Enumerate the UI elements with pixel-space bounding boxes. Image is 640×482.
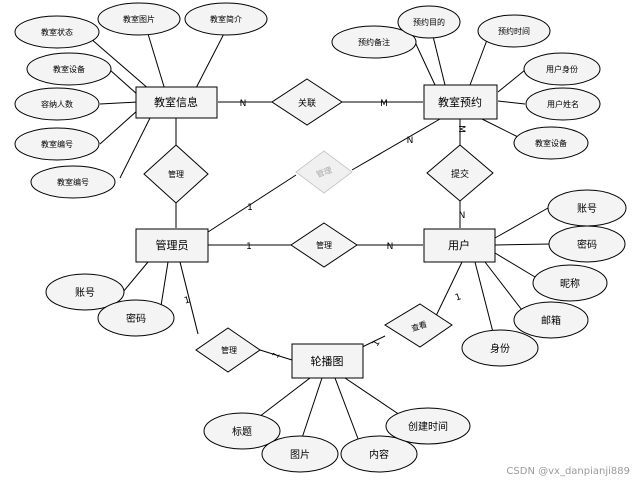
attribute-label: 账号 [577, 203, 597, 215]
attribute-carousel-image: 图片 [261, 435, 339, 473]
cardinality-label: 1 [183, 295, 191, 306]
entity-label: 轮播图 [311, 354, 344, 368]
attribute-booking-note: 预约备注 [331, 25, 417, 59]
cardinality-label: N [240, 99, 247, 109]
relationship-manage-classroom: 管理 [143, 144, 209, 204]
cardinality-label: 1 [246, 242, 252, 252]
entity-label: 教室信息 [154, 95, 198, 109]
attribute-booking-equipment: 教室设备 [513, 126, 589, 160]
cardinality-label: N [459, 211, 466, 221]
attribute-label: 预约备注 [358, 37, 390, 47]
attribute-label: 账号 [75, 287, 95, 299]
entity-admin: 管理员 [135, 228, 209, 263]
watermark: CSDN @vx_danpianji889 [506, 466, 630, 477]
attribute-classroom-image: 教室图片 [97, 2, 181, 36]
attribute-label: 教室状态 [41, 27, 73, 37]
relationship-label: 管理 [221, 345, 237, 355]
attribute-admin-password: 密码 [97, 299, 175, 337]
attribute-label: 预约目的 [413, 17, 445, 27]
entity-classroom-booking: 教室预约 [423, 84, 498, 120]
cardinality-label: M [456, 125, 466, 133]
attribute-label: 身份 [490, 342, 510, 355]
attribute-classroom-equipment: 教室设备 [26, 52, 112, 86]
attribute-label: 内容 [369, 448, 389, 461]
attribute-label: 用户身份 [546, 64, 578, 74]
attribute-classroom-number: 教室编号 [14, 127, 100, 161]
attribute-classroom-number-2: 教室编号 [30, 165, 116, 199]
attribute-label: 用户姓名 [547, 99, 579, 109]
attribute-label: 容纳人数 [41, 99, 73, 109]
attribute-classroom-intro: 教室简介 [184, 2, 268, 36]
attribute-booking-purpose: 预约目的 [397, 5, 461, 39]
entity-classroom-info: 教室信息 [135, 86, 218, 119]
attribute-label: 教室设备 [53, 64, 85, 74]
relationship-label: 查看 [410, 319, 428, 333]
attribute-user-password: 密码 [548, 225, 626, 263]
attribute-classroom-status: 教室状态 [14, 15, 100, 49]
cardinality-label: 1 [271, 351, 283, 361]
connector-lines [82, 21, 551, 445]
attribute-carousel-content: 内容 [340, 435, 418, 473]
attribute-user-nickname: 昵称 [532, 264, 608, 302]
attribute-user-role: 身份 [461, 329, 539, 367]
relationship-label: 管理 [316, 240, 332, 250]
relationship-label: 管理 [168, 169, 184, 179]
attribute-user-email: 邮箱 [513, 301, 589, 339]
relationship-view: 查看 [384, 303, 453, 348]
cardinality-label: M [380, 99, 388, 109]
attribute-label: 教室编号 [41, 139, 73, 149]
cardinality-label: 1 [247, 203, 253, 213]
attribute-label: 教室编号 [57, 177, 89, 187]
attribute-booking-time: 预约时间 [477, 14, 551, 48]
cardinality-label: 1 [371, 339, 383, 349]
relationship-manage-user: 管理 [290, 222, 358, 268]
cardinality-label: N [407, 136, 414, 146]
attribute-user-identity: 用户身份 [523, 52, 601, 86]
attribute-user-name: 用户姓名 [525, 87, 601, 121]
relationship-label: 关联 [298, 97, 316, 109]
relationship-submit: 提交 [426, 144, 494, 202]
attribute-carousel-title: 标题 [203, 412, 281, 450]
attribute-label: 教室图片 [123, 14, 155, 24]
attribute-label: 教室设备 [535, 138, 567, 148]
attribute-label: 创建时间 [408, 420, 448, 433]
attribute-label: 密码 [577, 238, 597, 251]
attribute-admin-account: 账号 [45, 273, 125, 311]
attribute-label: 教室简介 [210, 14, 242, 24]
entity-label: 管理员 [156, 238, 189, 252]
relationship-related: 关联 [271, 78, 343, 126]
attribute-label: 预约时间 [498, 26, 530, 36]
attribute-label: 密码 [126, 312, 146, 325]
entity-label: 用户 [448, 238, 470, 252]
attribute-user-account: 账号 [547, 189, 627, 227]
attribute-capacity: 容纳人数 [14, 87, 100, 121]
entity-label: 教室预约 [438, 95, 482, 109]
cardinality-label: N [387, 242, 394, 252]
relationship-label: 提交 [451, 168, 469, 180]
entity-user: 用户 [423, 228, 496, 263]
cardinality-label: 1 [454, 292, 463, 303]
attribute-label: 邮箱 [541, 314, 561, 327]
attribute-label: 标题 [232, 426, 252, 438]
entity-carousel: 轮播图 [291, 343, 364, 379]
relationship-manage-booking: 管理 [295, 150, 353, 194]
attribute-label: 图片 [290, 448, 310, 461]
attribute-label: 昵称 [560, 277, 580, 290]
relationship-manage-carousel: 管理 [195, 327, 261, 373]
cardinality-labels: N M N 1 M N 1 N 1 1 1 1 [183, 99, 466, 360]
attribute-carousel-created: 创建时间 [385, 407, 471, 445]
